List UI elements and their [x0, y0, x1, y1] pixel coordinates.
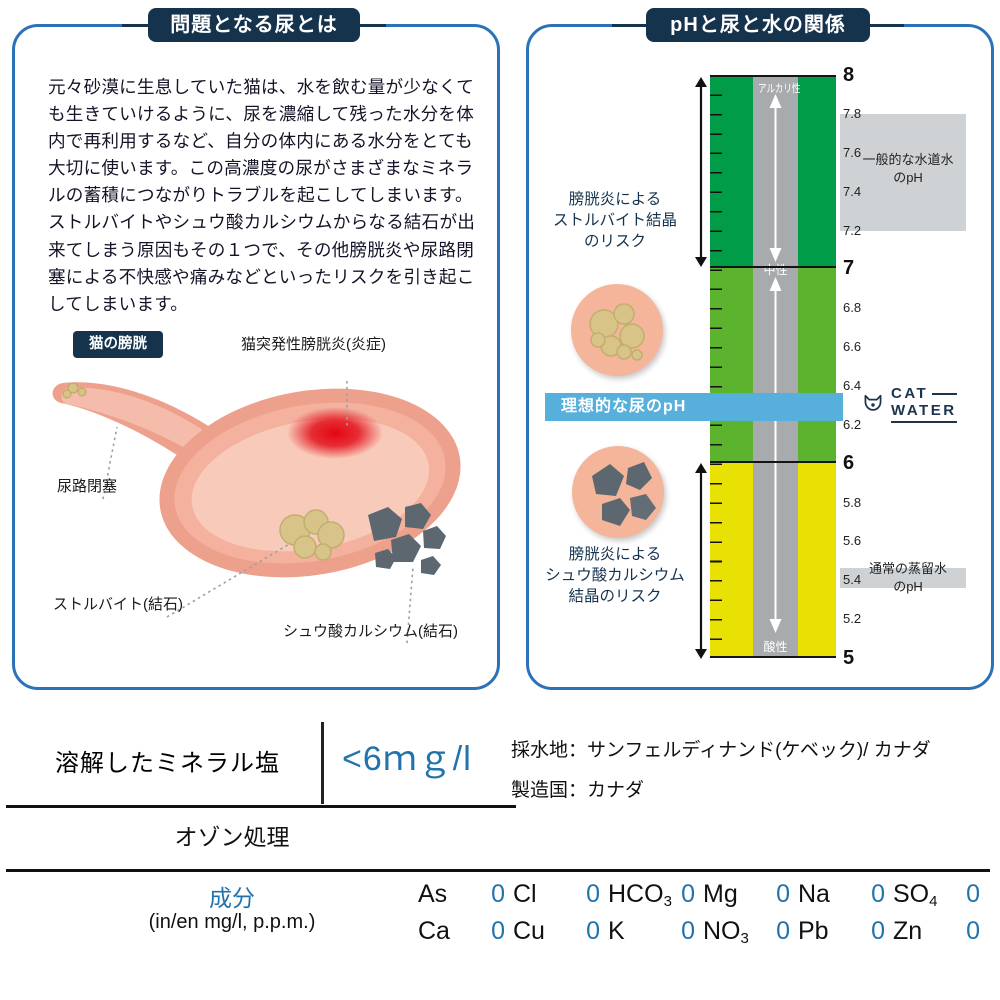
- zone-label-acid: 酸性: [763, 640, 788, 654]
- distilled-water-label: 通常の蒸留水 のpH: [868, 561, 947, 594]
- ph-scale-bar: アルカリ性 中性 酸性: [710, 75, 836, 658]
- struvite-crystals-icon: [589, 303, 645, 361]
- struvite-risk-range-arrow: [695, 77, 707, 267]
- obstruction-annotation: 尿路閉塞: [57, 478, 118, 495]
- water-source-label: 採水地：サンフェルディナンド(ケベック)/ カナダ: [511, 740, 931, 761]
- vertical-divider: [321, 722, 324, 804]
- divider-line-1: [6, 805, 516, 808]
- zone-label-alkaline: アルカリ性: [757, 83, 801, 95]
- ph-tick-5-4: 5.4: [843, 572, 862, 587]
- ph-line-7: [710, 266, 836, 268]
- leader-lines: [102, 381, 414, 644]
- components-unit: (in/en mg/l, p.p.m.): [148, 911, 316, 933]
- cystitis-annotation: 猫突発性膀胱炎(炎症): [241, 336, 386, 353]
- ph-tick-7-8: 7.8: [843, 106, 862, 121]
- ph-line-5: [710, 656, 836, 658]
- ph-tick-6-2: 6.2: [843, 417, 862, 432]
- ph-gray-column: アルカリ性 中性 酸性: [753, 75, 801, 658]
- ph-line-6: [710, 461, 836, 463]
- tap-water-label: 一般的な水道水 のpH: [862, 152, 954, 185]
- struvite-risk-label: 膀胱炎による ストルバイト結晶 のリスク: [552, 191, 677, 250]
- oxalate-risk-range-arrow: [695, 463, 707, 659]
- ph-tick-5-8: 5.8: [843, 495, 862, 510]
- tap-water-band: [840, 114, 966, 231]
- ph-tick-7: 7: [843, 257, 855, 279]
- ph-tick-marks: [710, 75, 722, 658]
- ph-tick-8: 8: [843, 64, 855, 86]
- inflammation-spot: [287, 407, 383, 459]
- divider-line-2: [6, 869, 990, 872]
- oxalate-crystals-icon: [592, 462, 656, 526]
- oxalate-risk-label: 膀胱炎による シュウ酸カルシウム 結晶のリスク: [545, 546, 685, 605]
- distilled-water-band: [840, 568, 966, 588]
- oxalate-crystal-image: [572, 446, 664, 538]
- ph-tick-7-4: 7.4: [843, 184, 862, 199]
- paragraph-concentrated-urine: 元々砂漠に生息していた猫は、水を飲む量が少なくても生きていけるように、尿を濃縮し…: [48, 77, 474, 206]
- paragraph-stones-risk: ストルバイトやシュウ酸カルシウムからなる結石が出来てしまう原因もその１つで、その…: [48, 212, 476, 314]
- struvite-stones: [279, 509, 345, 561]
- dissolved-minerals-value: <6ｍｇ/l: [342, 740, 472, 778]
- ph-tick-6: 6: [843, 452, 855, 474]
- ph-direction-arrows: [769, 94, 782, 633]
- country-label: 製造国：カナダ: [511, 780, 645, 801]
- ideal-urine-ph-band: 理想的な尿のpH: [545, 393, 843, 421]
- ph-tick-5-6: 5.6: [843, 533, 862, 548]
- left-panel-title: 問題となる尿とは: [148, 8, 360, 42]
- ph-tick-7-2: 7.2: [843, 223, 862, 238]
- ozone-treatment-label: オゾン処理: [174, 824, 290, 850]
- components-title: 成分: [209, 885, 255, 911]
- ph-line-8: [710, 75, 836, 77]
- ph-tick-6-6: 6.6: [843, 339, 862, 354]
- right-panel-title: pHと尿と水の関係: [646, 8, 870, 42]
- ph-tick-5: 5: [843, 647, 855, 669]
- dissolved-minerals-label: 溶解したミネラル塩: [55, 750, 280, 777]
- ph-tick-6-8: 6.8: [843, 300, 862, 315]
- urine-problem-panel: 元々砂漠に生息していた猫は、水を飲む量が少なくても生きていけるように、尿を濃縮し…: [12, 24, 500, 690]
- cat-bladder-diagram: [52, 381, 461, 644]
- zone-label-neutral: 中性: [763, 263, 788, 277]
- struvite-crystal-image: [571, 284, 663, 376]
- oxalate-annotation: シュウ酸カルシウム(結石): [283, 623, 458, 640]
- bladder-title-badge: 猫の膀胱: [73, 331, 163, 358]
- cat-water-wordmark: CAT WATER: [891, 385, 957, 423]
- cat-cup-icon: [864, 394, 882, 411]
- struvite-annotation: ストルバイト(結石): [53, 596, 183, 613]
- cat-water-logo: CAT WATER: [860, 385, 957, 423]
- ph-tick-7-6: 7.6: [843, 145, 862, 160]
- ph-tick-6-4: 6.4: [843, 378, 862, 393]
- urethra-crystals: [62, 382, 87, 399]
- oxalate-stones: [368, 503, 446, 575]
- ph-tick-5-2: 5.2: [843, 611, 862, 626]
- urine-problem-text: 元々砂漠に生息していた猫は、水を飲む量が少なくても生きていけるように、尿を濃縮し…: [48, 74, 482, 318]
